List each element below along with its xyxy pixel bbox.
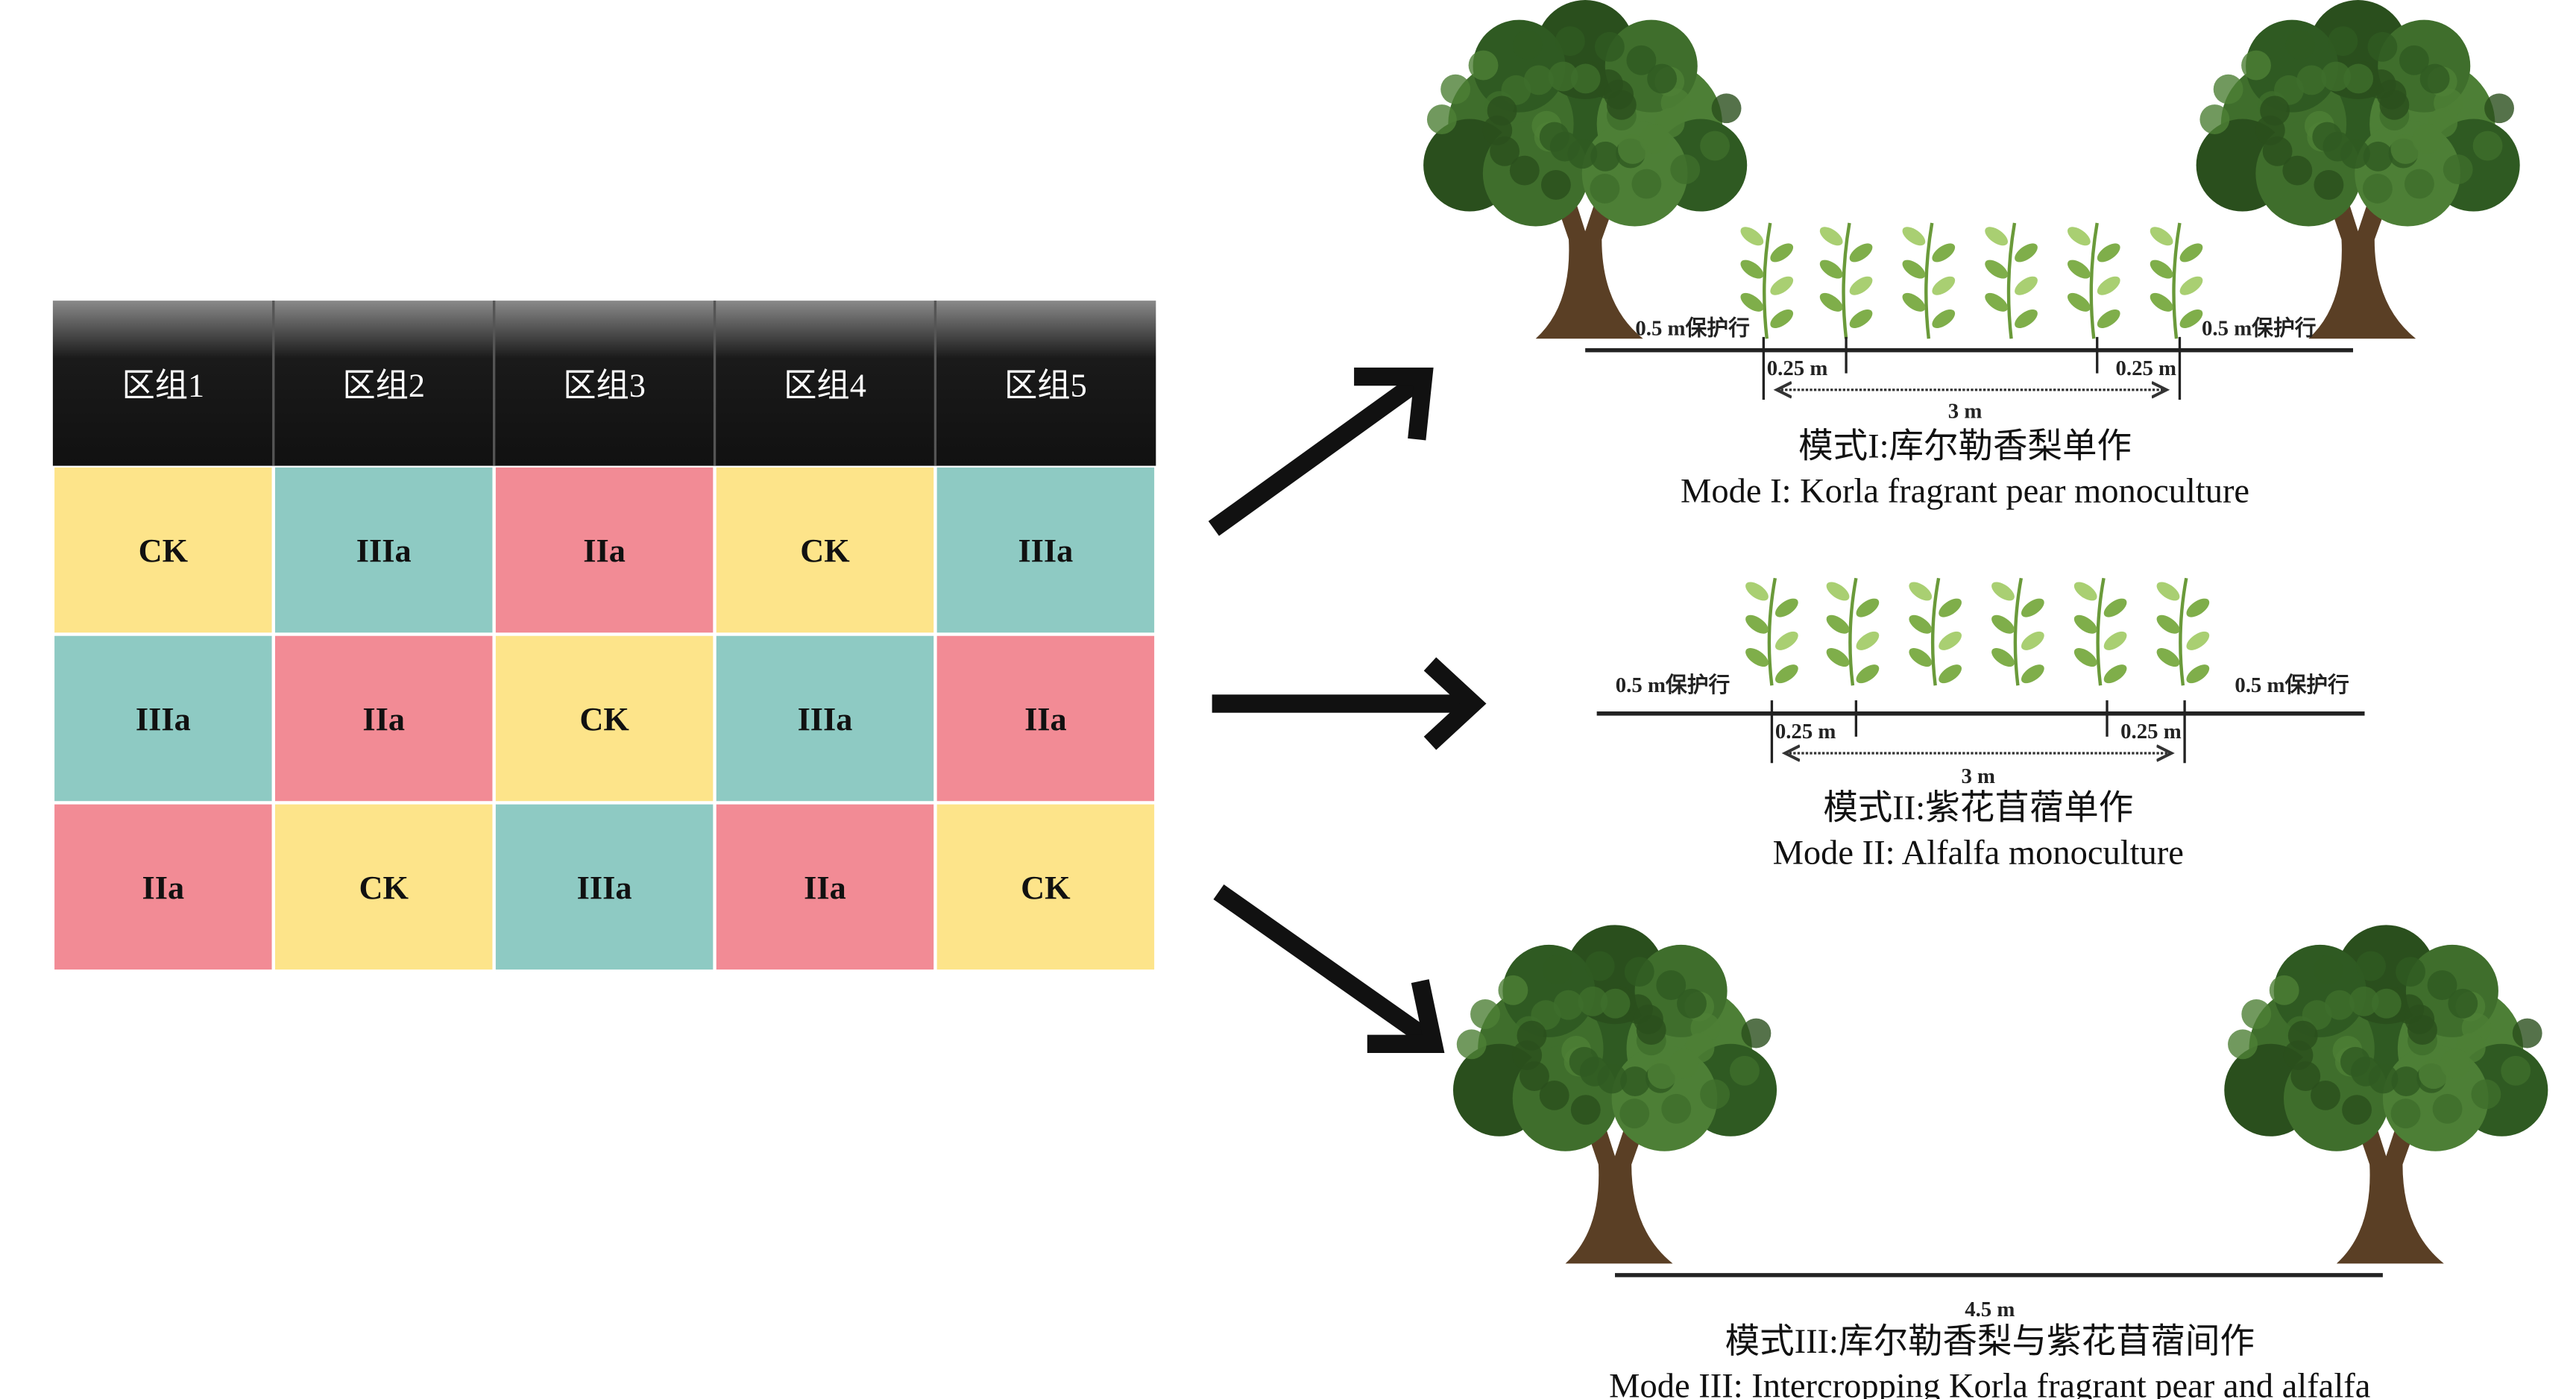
alfalfa-plant-icon [1991, 577, 2044, 686]
treatment-label: IIIa [798, 701, 853, 738]
width-label: 4.5 m [1965, 1298, 2015, 1321]
alfalfa-plant-icon [1985, 222, 2038, 339]
alfalfa-plant-icon [1819, 222, 1873, 339]
treatment-label: IIa [362, 701, 405, 738]
header-cell [52, 301, 274, 466]
arrow-to-mode-2 [1212, 657, 1487, 750]
treatment-label: IIa [583, 532, 626, 569]
mode-title-en: Mode III: Intercropping Korla fragrant p… [1609, 1368, 2370, 1399]
treatment-label: CK [800, 532, 850, 569]
pear-tree-icon [2196, 0, 2520, 339]
treatment-cell [495, 635, 714, 802]
mode-title-cn: 模式II:紫花苜蓿单作 [1823, 790, 2133, 828]
header-label: 区组5 [1004, 368, 1087, 404]
mode-title-en: Mode II: Alfalfa monoculture [1773, 834, 2184, 872]
header-label: 区组4 [784, 368, 866, 404]
treatment-label: IIa [142, 870, 185, 906]
header-cell [935, 301, 1156, 466]
treatment-cell [716, 467, 934, 633]
mode-title-cn: 模式I:库尔勒香梨单作 [1798, 428, 2132, 466]
treatment-cell [54, 635, 272, 802]
header-cell [494, 301, 715, 466]
treatment-cell [274, 467, 493, 633]
guard-row-right-label: 0.5 m保护行 [2235, 673, 2349, 697]
pear-tree-icon [1452, 925, 1777, 1264]
treatment-label: IIIa [577, 870, 632, 906]
mode-title-cn: 模式III:库尔勒香梨与紫花苜蓿间作 [1725, 1323, 2255, 1361]
spacing-right-label: 0.25 m [2120, 720, 2182, 743]
treatment-cell [495, 467, 714, 633]
guard-row-left-label: 0.5 m保护行 [1635, 316, 1750, 341]
mode-2-diagram: 0.25 m 0.25 m 0.5 m保护行 0.5 m保护行 3 m模式II:紫花苜蓿… [1596, 577, 2365, 872]
treatment-cell [716, 635, 934, 802]
arrow-to-mode-1 [1208, 367, 1434, 536]
header-label: 区组3 [563, 368, 646, 404]
header-label: 区组1 [122, 368, 204, 404]
treatment-cell [274, 635, 493, 802]
treatment-label: CK [359, 870, 409, 906]
alfalfa-plant-icon [2150, 222, 2203, 339]
header-label: 区组2 [342, 368, 425, 404]
alfalfa-plant-icon [2156, 577, 2210, 686]
header-cell [714, 301, 936, 466]
width-label: 3 m [1948, 399, 1983, 423]
guard-row-right-label: 0.5 m保护行 [2202, 316, 2317, 341]
alfalfa-plant-icon [1740, 222, 1794, 339]
pear-tree-icon [1423, 0, 1748, 339]
treatment-label: IIIa [136, 701, 191, 738]
alfalfa-plant-icon [1909, 577, 1962, 686]
alfalfa-plant-icon [2067, 222, 2120, 339]
treatment-cell [936, 804, 1155, 970]
treatment-label: CK [1021, 870, 1071, 906]
alfalfa-plant-icon [1902, 222, 1956, 339]
spacing-left-label: 0.25 m [1767, 356, 1828, 380]
arrows [1208, 367, 1487, 1053]
guard-row-left-label: 0.5 m保护行 [1616, 673, 1731, 697]
treatment-cell [54, 804, 272, 970]
treatment-cell [936, 635, 1155, 802]
alfalfa-plant-icon [1745, 577, 1798, 686]
alfalfa-plant-icon [2073, 577, 2127, 686]
pear-tree-icon [2224, 925, 2548, 1264]
treatment-label: IIa [804, 870, 846, 906]
treatment-cell [936, 467, 1155, 633]
header-cell [273, 301, 494, 466]
treatment-cell [274, 804, 493, 970]
treatment-cell [495, 804, 714, 970]
width-label: 3 m [1961, 764, 1995, 788]
treatment-cell [716, 804, 934, 970]
spacing-left-label: 0.25 m [1775, 720, 1836, 743]
treatment-label: CK [139, 532, 189, 569]
treatment-label: IIIa [356, 532, 412, 569]
spacing-right-label: 0.25 m [2115, 356, 2176, 380]
mode-1-diagram: 0.25 m 0.25 m 0.5 m保护行 0.5 m保护行 3 m 模式I:库尔勒香梨… [1423, 0, 2520, 510]
treatment-label: IIIa [1018, 532, 1073, 569]
mode-title-en: Mode I: Korla fragrant pear monoculture [1681, 472, 2249, 510]
arrow-to-mode-3 [1213, 884, 1445, 1053]
treatment-label: CK [579, 701, 629, 738]
treatment-label: IIa [1024, 701, 1067, 738]
alfalfa-plant-icon [1826, 577, 1880, 686]
treatment-cell [54, 467, 272, 633]
